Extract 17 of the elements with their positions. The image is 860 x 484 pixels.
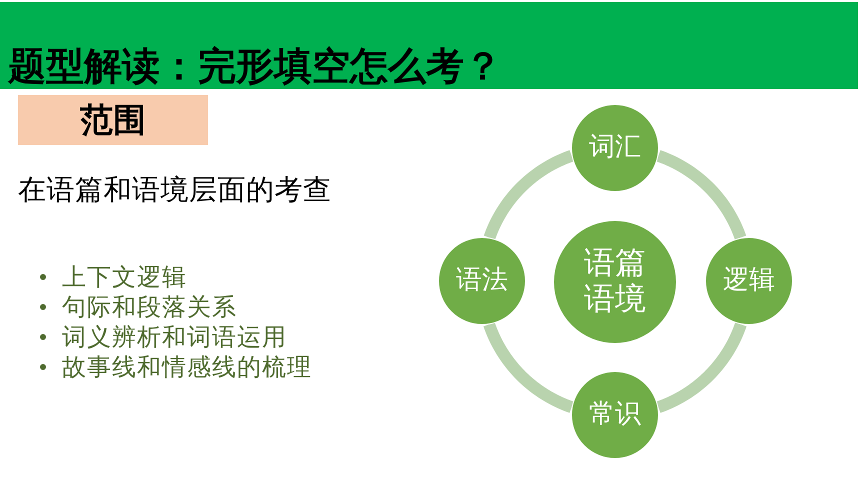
bullet-text: 故事线和情感线的梳理 bbox=[62, 352, 312, 382]
topic-label: 语法 bbox=[456, 265, 508, 297]
bullet-text: 词义辨析和词语运用 bbox=[62, 322, 287, 352]
topic-label: 逻辑 bbox=[723, 265, 775, 297]
topic-label: 词汇 bbox=[589, 132, 641, 164]
section-tag bbox=[18, 95, 208, 145]
topic-label: 语篇语境 bbox=[583, 246, 647, 318]
topic-label: 常识 bbox=[589, 399, 641, 431]
bullet-text: 句际和段落关系 bbox=[62, 292, 237, 322]
ring-arc-connector bbox=[483, 321, 575, 413]
bullet-text: 上下文逻辑 bbox=[62, 262, 187, 292]
ring-arc-connector bbox=[484, 150, 575, 241]
ring-arc-connector bbox=[655, 150, 746, 241]
ring-arc-connector bbox=[655, 321, 747, 413]
section-label: 范围 bbox=[80, 100, 146, 140]
slide-title: 题型解读：完形填空怎么考？ bbox=[8, 45, 502, 87]
intro-text: 在语篇和语境层面的考查 bbox=[18, 173, 332, 207]
